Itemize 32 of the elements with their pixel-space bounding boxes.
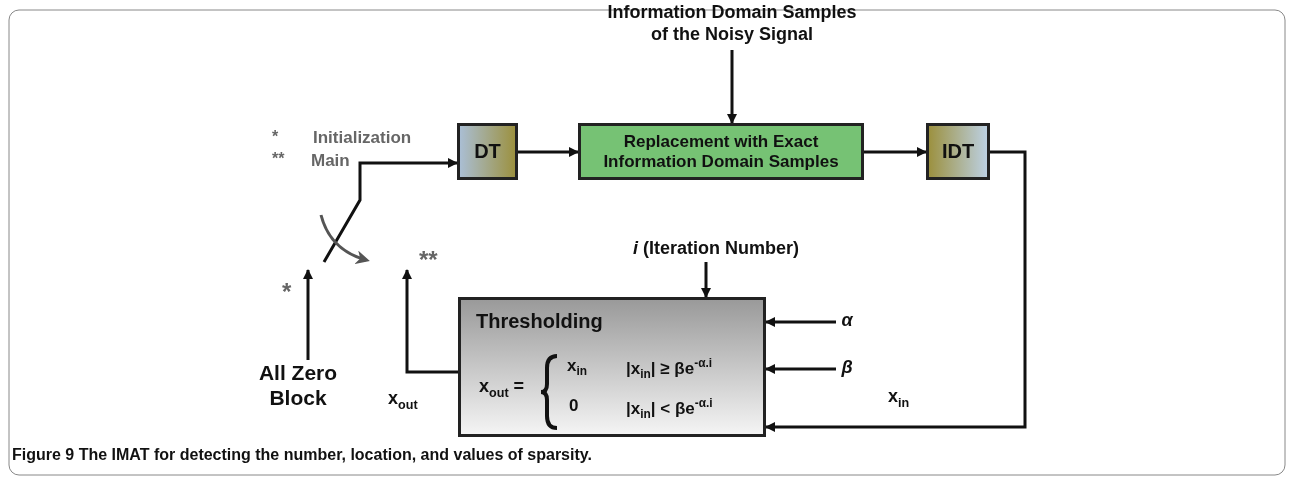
formula-text: 0 bbox=[569, 396, 579, 416]
legend-text: Initialization bbox=[313, 128, 412, 148]
arrow bbox=[765, 364, 836, 374]
arrow bbox=[765, 317, 836, 327]
contact-mark: * bbox=[282, 278, 292, 306]
arrow bbox=[864, 147, 927, 157]
replacement-block: Replacement with Exact Information Domain Samples bbox=[578, 123, 864, 180]
block-title: Thresholding bbox=[476, 310, 603, 333]
arrow bbox=[410, 158, 458, 168]
arrow bbox=[402, 269, 458, 374]
arrow bbox=[518, 147, 579, 157]
formula-text: |x$_{in}$| < βe$^{-α.i}$ bbox=[626, 396, 713, 422]
legend-mark: * bbox=[272, 128, 279, 146]
thresholding-block bbox=[458, 297, 766, 437]
arrow bbox=[701, 262, 711, 298]
parameter-label: α bbox=[836, 310, 858, 332]
input-label: Information Domain Samples of the Noisy Signal bbox=[606, 2, 858, 46]
arrow bbox=[727, 50, 737, 124]
inverse-transform-block: IDT bbox=[926, 123, 990, 180]
arrow bbox=[765, 150, 1027, 432]
formula-text: |x$_{in}$| ≥ βe$^{-α.i}$ bbox=[626, 356, 713, 382]
formula-text: x$_{in}$ bbox=[567, 356, 588, 379]
legend-text: Main bbox=[311, 151, 350, 171]
formula-text: x$_{out}$ = bbox=[479, 376, 525, 400]
figure-caption: Figure 9 The IMAT for detecting the number, location, and values of sparsity. bbox=[12, 446, 592, 464]
legend-mark: ** bbox=[272, 150, 285, 168]
arrow bbox=[303, 269, 313, 360]
input-label: i (Iteration Number) bbox=[626, 238, 806, 260]
input-label: All Zero Block bbox=[238, 360, 358, 411]
contact-mark: ** bbox=[419, 246, 438, 274]
parameter-label: β bbox=[836, 357, 858, 379]
transform-block: DT bbox=[457, 123, 518, 180]
